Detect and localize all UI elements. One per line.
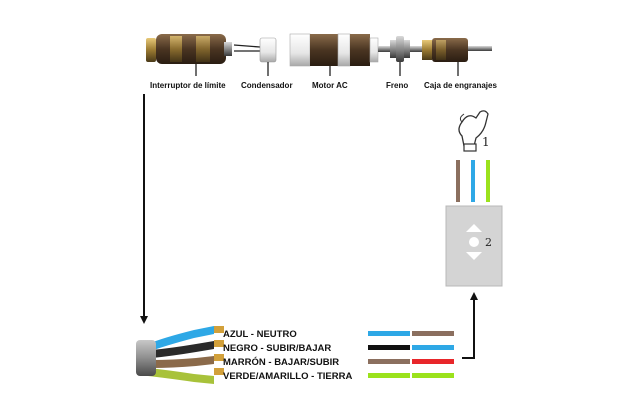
legend-bar-2a — [368, 345, 410, 350]
wire-label-blue: AZUL - NEUTRO — [223, 329, 297, 340]
label-ac-motor: Motor AC — [312, 81, 348, 90]
capacitor-component — [233, 37, 277, 76]
legend-bar-2b — [412, 345, 454, 350]
legend-bar-3b — [412, 359, 454, 364]
color-legend — [368, 331, 454, 378]
label-gearbox: Caja de engranajes — [424, 81, 497, 90]
wire-label-green-yellow: VERDE/AMARILLO - TIERRA — [223, 371, 352, 382]
up-arrow — [462, 292, 478, 359]
hand-number-label: 1 — [482, 135, 490, 149]
switch-number-label: 2 — [485, 236, 492, 249]
legend-bar-1a — [368, 331, 410, 336]
up-arrow-icon — [466, 224, 482, 232]
motor-cable — [136, 326, 224, 384]
legend-bar-4b — [412, 373, 454, 378]
gearbox-component — [422, 38, 492, 76]
stop-icon — [469, 237, 479, 247]
down-arrow-icon — [466, 252, 482, 260]
legend-bar-1b — [412, 331, 454, 336]
switch-wires — [456, 160, 490, 202]
brake-component — [378, 36, 422, 76]
wire-label-black: NEGRO - SUBIR/BAJAR — [223, 343, 331, 354]
wall-switch — [445, 205, 503, 287]
wire-label-brown: MARRÓN - BAJAR/SUBIR — [223, 356, 339, 368]
switch-wire-brown — [456, 160, 460, 202]
limit-switch-component — [146, 34, 232, 76]
switch-wire-blue — [471, 160, 475, 202]
legend-bar-4a — [368, 373, 410, 378]
legend-bar-3a — [368, 359, 410, 364]
label-capacitor: Condensador — [241, 81, 293, 90]
switch-wire-green — [486, 160, 490, 202]
label-limit-switch: Interruptor de límite — [150, 81, 226, 90]
ac-motor-component — [289, 33, 379, 76]
label-brake: Freno — [386, 81, 408, 90]
hand-icon — [458, 110, 489, 152]
